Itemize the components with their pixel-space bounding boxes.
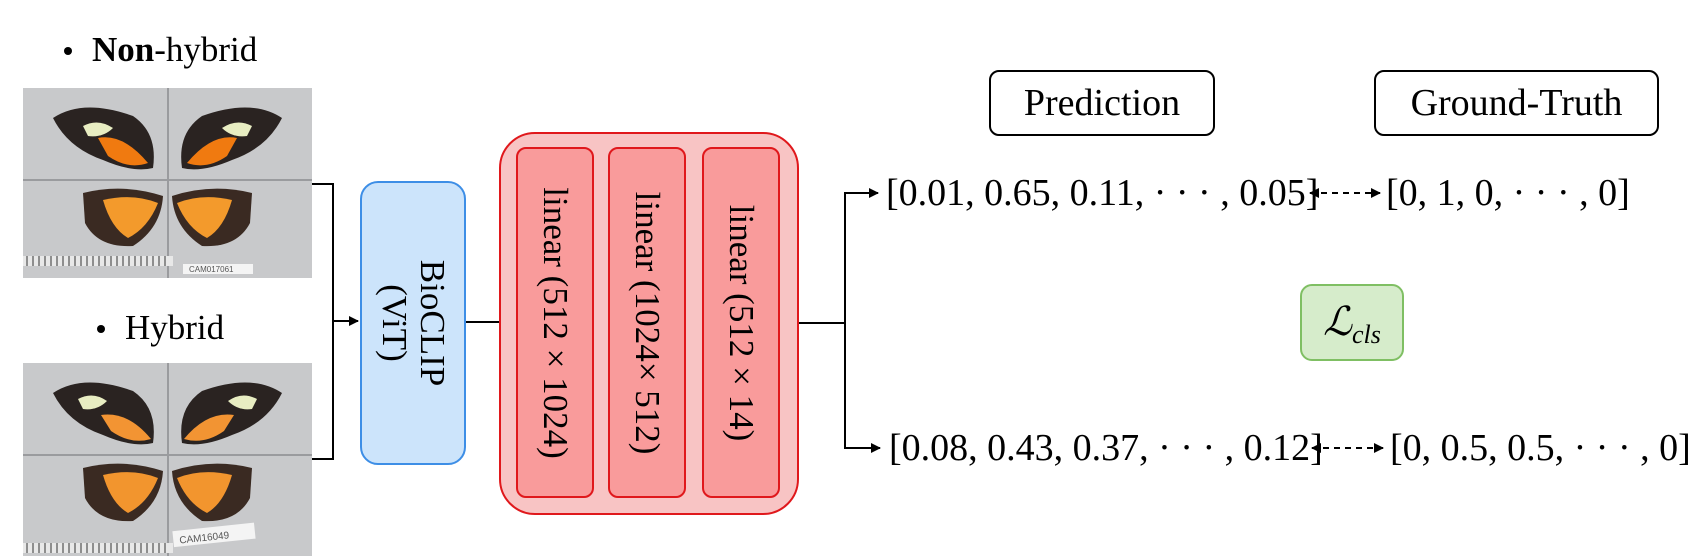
arrow-to-prediction-top xyxy=(844,188,879,323)
specimen-tag: CAM16049 xyxy=(179,530,230,546)
linear-layer-3-label: linear (512 × 14) xyxy=(722,204,761,441)
prediction-header: Prediction xyxy=(989,70,1215,136)
linear-layer-2: linear (1024× 512) xyxy=(608,147,686,498)
hybrid-label: Hybrid xyxy=(97,308,224,348)
image-bracket xyxy=(312,183,334,460)
linear-layer-1-label: linear (512 × 1024) xyxy=(536,186,575,459)
ground-truth-vector-hybrid: [0, 0.5, 0.5, · · · , 0] xyxy=(1390,427,1691,469)
prediction-vector-non-hybrid: [0.01, 0.65, 0.11, · · · , 0.05] xyxy=(886,172,1319,214)
non-hybrid-label: Non-hybrid xyxy=(64,30,257,70)
encoder-sub: (ViT) xyxy=(375,284,414,362)
arrow-to-prediction-bottom xyxy=(844,323,881,453)
linear-layer-1: linear (512 × 1024) xyxy=(516,147,594,498)
loss-subscript: cls xyxy=(1351,320,1381,349)
non-hybrid-butterfly-image: CAM017061 xyxy=(23,88,312,278)
encoder-label: BioCLIP (ViT) xyxy=(375,259,452,387)
linear-layer-2-label: linear (1024× 512) xyxy=(628,191,667,454)
hybrid-butterfly-image: CAM16049 xyxy=(23,363,312,556)
prediction-vector-hybrid: [0.08, 0.43, 0.37, · · · , 0.12] xyxy=(889,427,1323,469)
ground-truth-header: Ground-Truth xyxy=(1374,70,1659,136)
linear-layer-3: linear (512 × 14) xyxy=(702,147,780,498)
loss-symbol: ℒ xyxy=(1323,299,1352,344)
ground-truth-vector-non-hybrid: [0, 1, 0, · · · , 0] xyxy=(1386,172,1630,214)
specimen-tag: CAM017061 xyxy=(189,265,234,274)
encoder-name: BioCLIP xyxy=(413,259,452,387)
bullet-icon xyxy=(97,324,105,333)
classification-loss-box: ℒcls xyxy=(1300,284,1404,361)
bioclip-encoder-box: BioCLIP (ViT) xyxy=(360,181,466,465)
bullet-icon xyxy=(64,46,72,55)
